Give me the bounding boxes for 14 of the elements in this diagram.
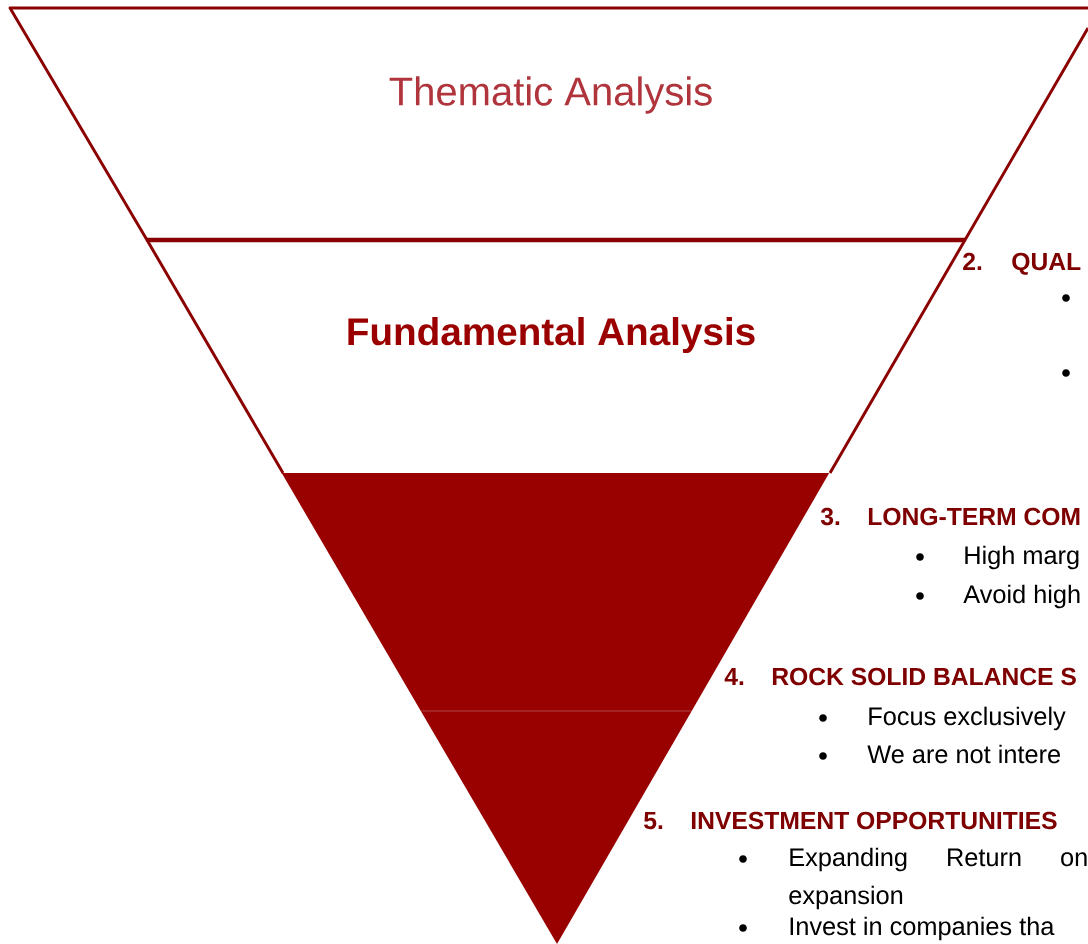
section-heading: ROCK SOLID BALANCE S [772, 667, 1076, 686]
bullet-text: High marg [965, 545, 1079, 570]
bullet-text: Avoid high [963, 584, 1080, 609]
bullet-text: Expanding Return on expansion [789, 847, 1087, 910]
bullet-text: We are not intere [867, 744, 1060, 764]
item-number: 5. [644, 812, 663, 830]
item-number: 3. [820, 507, 840, 526]
bullet-text: Focus exclusively [869, 706, 1066, 731]
funnel-band: Thematic Analysis [8, 6, 1088, 242]
bullet-text: Invest in companies tha [790, 916, 1055, 941]
section-heading: QUAL [1012, 252, 1081, 275]
item-number: 4. [724, 668, 744, 685]
funnel-tip [420, 711, 692, 944]
section-heading: LONG-TERM COM [868, 507, 1080, 526]
